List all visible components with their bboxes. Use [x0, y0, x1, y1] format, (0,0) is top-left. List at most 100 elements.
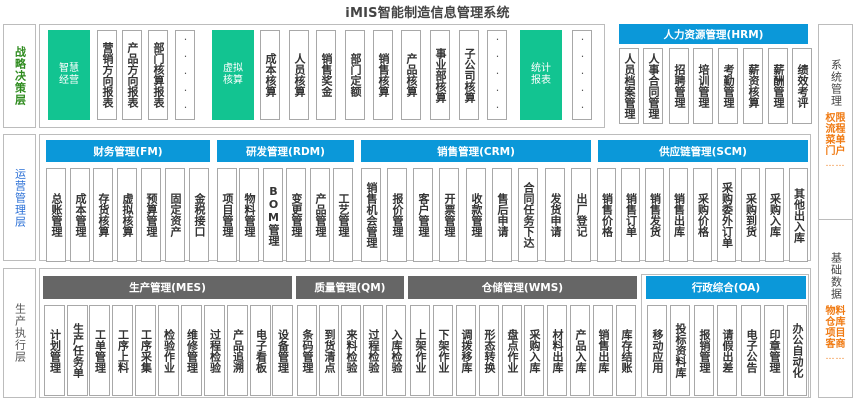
crm-item[interactable]: 开票管理 [439, 168, 459, 262]
rdm-header[interactable]: 研发管理(RDM) [217, 140, 354, 162]
strategic-item[interactable]: 智慧经营 [48, 30, 90, 120]
strategic-item[interactable]: 成本核算 [260, 30, 280, 120]
wms-item[interactable]: 盘点作业 [502, 305, 522, 396]
oa-item[interactable]: 移动应用 [647, 305, 667, 396]
crm-header[interactable]: 销售管理(CRM) [361, 140, 591, 162]
strategic-item[interactable]: 人员核算 [289, 30, 309, 120]
scm-item[interactable]: 销售出库 [669, 168, 688, 262]
strategic-item[interactable]: 销售奖金 [316, 30, 336, 120]
mes-item[interactable]: 计划管理 [44, 305, 65, 396]
wms-header[interactable]: 仓储管理(WMS) [408, 276, 637, 299]
strategic-item[interactable]: 销售核算 [373, 30, 393, 120]
qm-item[interactable]: 过程检验 [363, 305, 383, 396]
strategic-item[interactable]: 营销方向报表 [97, 30, 117, 120]
hrm-item[interactable]: 人员档案管理 [619, 48, 639, 124]
qm-item[interactable]: 来料检验 [341, 305, 361, 396]
rdm-item[interactable]: 产品管理 [310, 168, 330, 262]
strategic-item[interactable]: 统计报表 [520, 30, 562, 120]
crm-item[interactable]: 出厂登记 [571, 168, 591, 262]
qm-item[interactable]: 条码管理 [297, 305, 317, 396]
wms-item[interactable]: 产品入库 [570, 305, 590, 396]
fm-item[interactable]: 预算管理 [141, 168, 161, 262]
mes-item[interactable]: 设备管理 [272, 305, 293, 396]
crm-item[interactable]: 报价管理 [387, 168, 407, 262]
oa-item[interactable]: 请假出差 [717, 305, 737, 396]
crm-item[interactable]: 售后申请 [492, 168, 512, 262]
wms-item[interactable]: 形态转换 [479, 305, 499, 396]
qm-item[interactable]: 入库检验 [386, 305, 406, 396]
scm-item[interactable]: 销售发货 [645, 168, 664, 262]
scm-item[interactable]: 采购委外订单 [717, 168, 736, 262]
wms-item[interactable]: 调拨移库 [456, 305, 476, 396]
rdm-item[interactable]: 变更管理 [286, 168, 306, 262]
qm-item[interactable]: 到货清点 [319, 305, 339, 396]
oa-item[interactable]: 投标资料库 [670, 305, 690, 396]
mes-item[interactable]: 生产任务单 [67, 305, 88, 396]
mes-item[interactable]: 工单管理 [89, 305, 110, 396]
crm-item[interactable]: 合同任务下达 [518, 168, 538, 262]
oa-item[interactable]: 电子公告 [741, 305, 761, 396]
hrm-item[interactable]: 培训管理 [693, 48, 713, 124]
oa-item[interactable]: 办公自动化 [787, 305, 807, 396]
mes-item[interactable]: 过程检验 [204, 305, 225, 396]
base-data-panel[interactable]: 基础数据 物料仓库项目客商 …… [818, 219, 853, 398]
fm-item[interactable]: 金税接口 [189, 168, 209, 262]
strategic-item[interactable]: 部门核算报表 [148, 30, 168, 120]
wms-item[interactable]: 下架作业 [433, 305, 453, 396]
fm-item[interactable]: 虚拟核算 [117, 168, 137, 262]
fm-item[interactable]: 成本管理 [70, 168, 90, 262]
rdm-item[interactable]: 项目管理 [217, 168, 237, 262]
scm-item[interactable]: 销售价格 [597, 168, 616, 262]
wms-item[interactable]: 采购入库 [524, 305, 544, 396]
oa-item[interactable]: 报销管理 [694, 305, 714, 396]
rdm-item[interactable]: 工艺管理 [333, 168, 353, 262]
hrm-item[interactable]: 薪资核算 [743, 48, 763, 124]
strategic-item[interactable]: ····· [572, 30, 592, 120]
scm-item[interactable]: 采购入库 [765, 168, 784, 262]
scm-item[interactable]: 采购到货 [741, 168, 760, 262]
hrm-item[interactable]: 薪酬管理 [768, 48, 788, 124]
scm-item[interactable]: 销售订单 [621, 168, 640, 262]
fm-item[interactable]: 存货核算 [93, 168, 113, 262]
strategic-item[interactable]: 事业部核算 [430, 30, 450, 120]
strategic-item[interactable]: 子公司核算 [459, 30, 479, 120]
strategic-item[interactable]: 产品方向报表 [122, 30, 142, 120]
hrm-item[interactable]: 考勤管理 [718, 48, 738, 124]
mes-item[interactable]: 电子看板 [250, 305, 271, 396]
strategic-item[interactable]: 产品核算 [401, 30, 421, 120]
hrm-item[interactable]: 人事合同管理 [643, 48, 663, 124]
fm-item[interactable]: 固定资产 [165, 168, 185, 262]
strategic-item[interactable]: ····· [487, 30, 507, 120]
mes-item[interactable]: 工序上料 [112, 305, 133, 396]
wms-item[interactable]: 材料出库 [547, 305, 567, 396]
crm-item[interactable]: 销售机会管理 [361, 168, 381, 262]
mes-item[interactable]: 检验作业 [158, 305, 179, 396]
scm-header[interactable]: 供应链管理(SCM) [598, 140, 808, 162]
wms-item[interactable]: 库存结账 [616, 305, 636, 396]
oa-item-label: 办公自动化 [791, 323, 804, 378]
mes-item[interactable]: 产品追溯 [227, 305, 248, 396]
oa-header[interactable]: 行政综合(OA) [646, 276, 806, 299]
hrm-item[interactable]: 招聘管理 [669, 48, 689, 124]
crm-item[interactable]: 收款管理 [466, 168, 486, 262]
strategic-item[interactable]: 部门定额 [345, 30, 365, 120]
fm-header[interactable]: 财务管理(FM) [46, 140, 210, 162]
strategic-item[interactable]: ····· [175, 30, 195, 120]
wms-item[interactable]: 上架作业 [410, 305, 430, 396]
hrm-header[interactable]: 人力资源管理(HRM) [619, 24, 808, 44]
strategic-item[interactable]: 虚拟核算 [212, 30, 254, 120]
scm-item[interactable]: 采购价格 [693, 168, 712, 262]
mes-item[interactable]: 工序采集 [135, 305, 156, 396]
crm-item[interactable]: 发货申请 [545, 168, 565, 262]
oa-item[interactable]: 印章管理 [764, 305, 784, 396]
fm-item[interactable]: 总账管理 [46, 168, 66, 262]
scm-item[interactable]: 其他出入库 [789, 168, 808, 262]
rdm-item[interactable]: BOM管理 [263, 168, 283, 262]
wms-item[interactable]: 销售出库 [593, 305, 613, 396]
mes-header[interactable]: 生产管理(MES) [43, 276, 292, 299]
crm-item[interactable]: 客户管理 [413, 168, 433, 262]
hrm-item[interactable]: 绩效考评 [792, 48, 812, 124]
qm-header[interactable]: 质量管理(QM) [296, 276, 404, 299]
mes-item[interactable]: 维修管理 [181, 305, 202, 396]
rdm-item[interactable]: 物料管理 [239, 168, 259, 262]
